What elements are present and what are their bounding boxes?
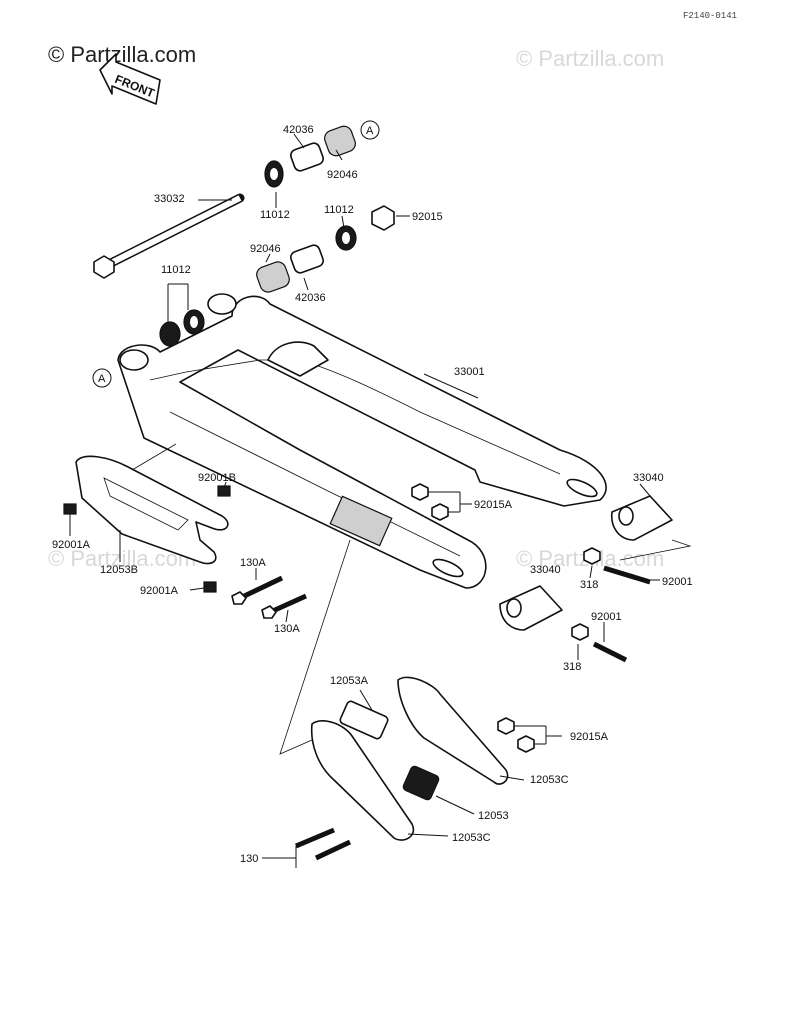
part-label: 12053C bbox=[452, 832, 491, 844]
swingarm bbox=[117, 293, 607, 589]
part-label: 130A bbox=[240, 557, 266, 569]
part-label: 130A bbox=[274, 623, 300, 635]
diagram-code: F2140-0141 bbox=[683, 11, 737, 21]
part-label: 12053C bbox=[530, 774, 569, 786]
part-label: 11012 bbox=[161, 264, 191, 276]
part-label: 33001 bbox=[454, 366, 485, 378]
leader-lines bbox=[69, 133, 692, 868]
part-label: 12053A bbox=[330, 675, 369, 687]
watermark-text: © Partzilla.com bbox=[48, 42, 196, 67]
fasteners bbox=[63, 483, 651, 861]
reference-a-left: A bbox=[92, 368, 112, 388]
part-label: 33040 bbox=[633, 472, 664, 484]
part-label: 42036 bbox=[283, 124, 314, 136]
part-label: 11012 bbox=[324, 204, 354, 216]
part-label: 318 bbox=[580, 579, 598, 591]
part-label: 92046 bbox=[250, 243, 281, 255]
part-label: 92046 bbox=[327, 169, 358, 181]
part-label: 318 bbox=[563, 661, 581, 673]
part-label: 33032 bbox=[154, 193, 185, 205]
ref-a-top-label: A bbox=[366, 125, 374, 137]
part-label: 92001A bbox=[140, 585, 179, 597]
part-label: 92001B bbox=[198, 472, 236, 484]
part-label: 11012 bbox=[260, 209, 290, 221]
chain-guard bbox=[75, 455, 229, 565]
part-label: 33040 bbox=[530, 564, 561, 576]
part-label: 92001A bbox=[52, 539, 91, 551]
ref-a-left-label: A bbox=[98, 373, 106, 385]
part-label: 92001 bbox=[591, 611, 622, 623]
part-label: 92015A bbox=[474, 499, 513, 511]
part-label: 92015A bbox=[570, 731, 609, 743]
part-label: 92015 bbox=[412, 211, 443, 223]
pivot-axle bbox=[93, 193, 245, 279]
reference-a-top: A bbox=[360, 120, 380, 140]
part-label: 12053B bbox=[100, 564, 138, 576]
chain-tensioner-plates bbox=[310, 676, 509, 841]
part-label: 130 bbox=[240, 853, 258, 865]
part-label: 42036 bbox=[295, 292, 326, 304]
watermark-faded: © Partzilla.com bbox=[516, 46, 664, 71]
part-label: 92001 bbox=[662, 576, 693, 588]
part-label: 12053 bbox=[478, 810, 509, 822]
chain-adjusters bbox=[499, 495, 673, 631]
